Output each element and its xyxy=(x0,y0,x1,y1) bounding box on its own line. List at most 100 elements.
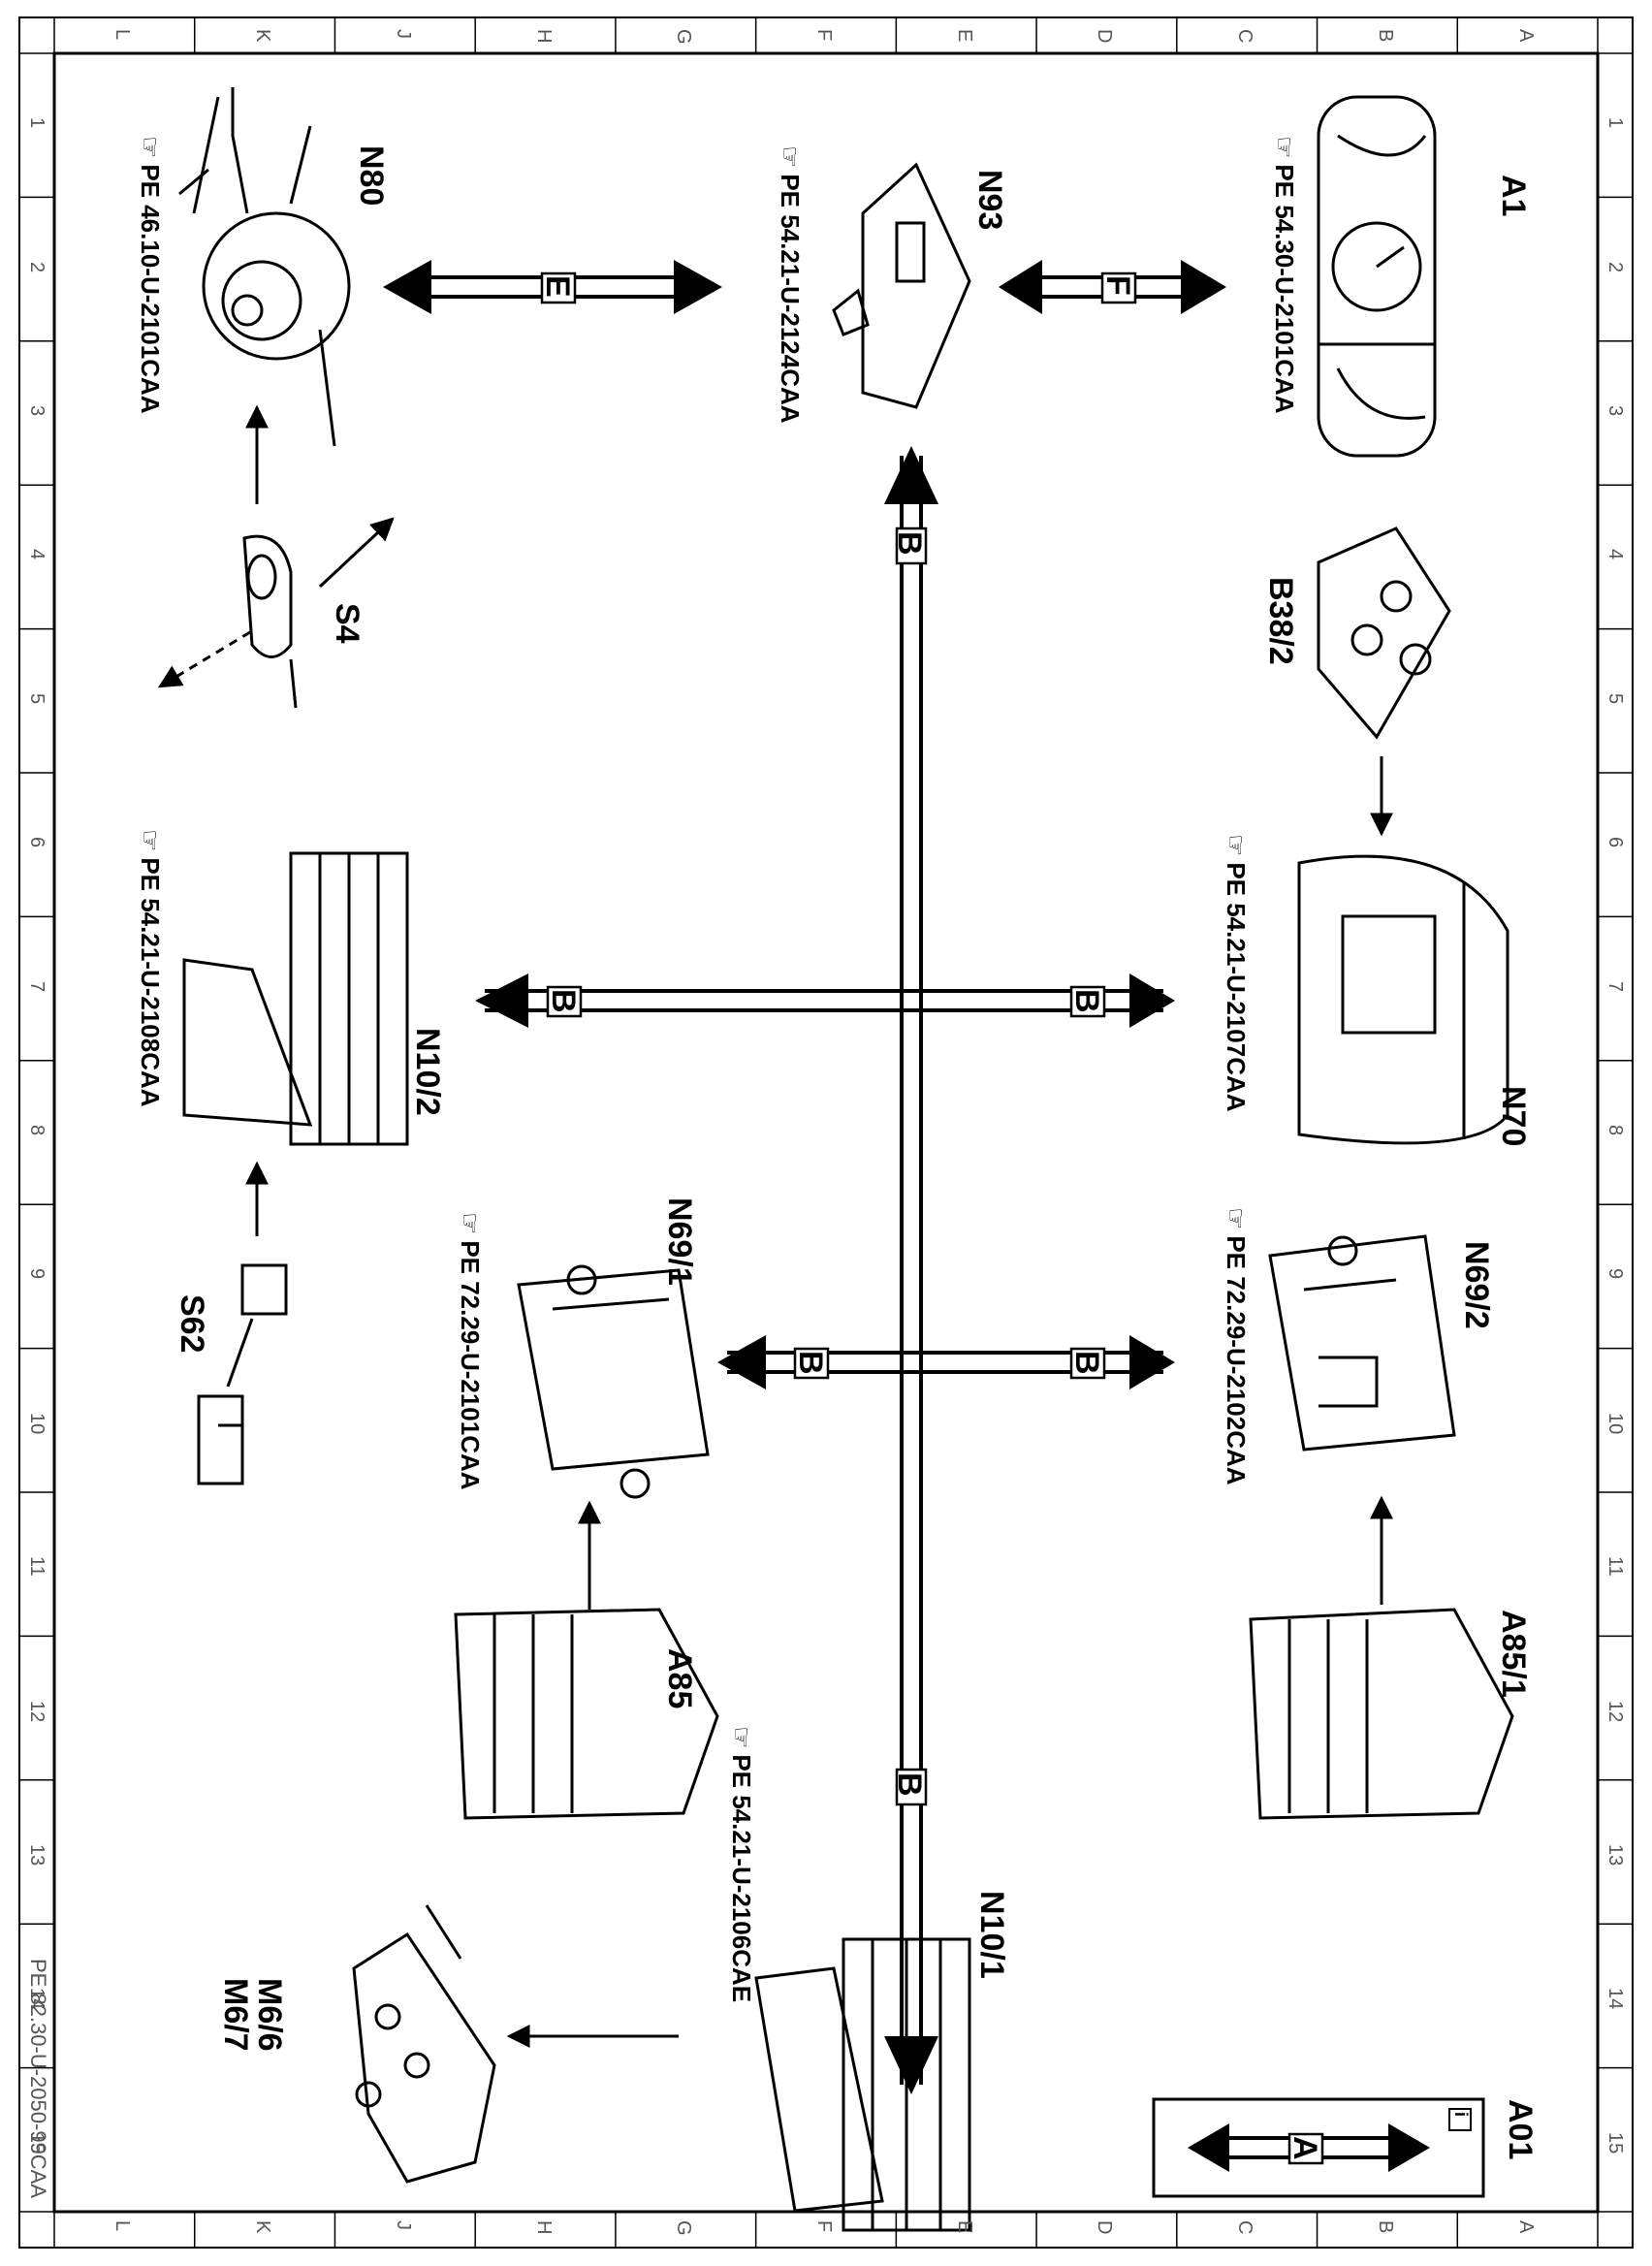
bus-label-b-left: B xyxy=(545,989,582,1013)
grid-letter-G-bottom: G xyxy=(673,2220,695,2236)
n692-label: N69/2 xyxy=(1458,1241,1495,1329)
hand-pointer-icon: ☞ xyxy=(727,1726,756,1749)
grid-number-1-left: 1 xyxy=(26,117,48,129)
n70-ref-text[interactable]: PE 54.21-U-2107CAA xyxy=(1222,862,1251,1112)
grid-number-4-left: 4 xyxy=(26,549,48,560)
hand-pointer-icon: ☞ xyxy=(136,829,165,852)
grid-letter-L-top: L xyxy=(111,29,134,41)
bus-label-b-right: B xyxy=(1068,989,1105,1013)
instrument-cluster-drawing xyxy=(1317,95,1437,458)
s62-label: S62 xyxy=(174,1294,210,1354)
bus-label-b-top: B xyxy=(891,531,928,556)
grid-number-13-right: 13 xyxy=(1604,1844,1626,1867)
grid-number-9-right: 9 xyxy=(1604,1268,1626,1280)
grid-letter-F-bottom: F xyxy=(813,2220,835,2233)
hand-pointer-icon: ☞ xyxy=(1270,136,1299,159)
n691-ref-text[interactable]: PE 72.29-U-2101CAA xyxy=(456,1240,485,1490)
grid-letter-K-bottom: K xyxy=(252,2220,274,2234)
hand-pointer-icon: ☞ xyxy=(1222,1207,1251,1230)
n70-overhead-module-drawing xyxy=(1297,854,1509,1145)
hand-pointer-icon: ☞ xyxy=(776,145,805,169)
legend-title: A01 xyxy=(1502,2099,1539,2160)
steering-column-switch-drawing xyxy=(178,87,351,447)
n102-fuse-box-drawing xyxy=(182,851,409,1146)
n93-ref-text[interactable]: PE 54.21-U-2124CAA xyxy=(776,174,805,424)
arrow-f-left xyxy=(999,260,1042,314)
m6-motor-drawing xyxy=(352,1904,496,2184)
grid-letter-D-bottom: D xyxy=(1094,2220,1116,2235)
legend-arrow-right xyxy=(1388,2123,1430,2172)
grid-letter-A-top: A xyxy=(1514,29,1537,43)
grid-letter-H-bottom: H xyxy=(532,2220,555,2235)
b38-sensor-drawing xyxy=(1317,527,1451,740)
grid-number-12-right: 12 xyxy=(1604,1700,1626,1722)
grid-number-13-left: 13 xyxy=(26,1844,48,1867)
n102-label: N10/2 xyxy=(409,1028,446,1116)
arrow-n101-down xyxy=(884,2036,938,2094)
grid-number-2-left: 2 xyxy=(26,261,48,272)
n101-ref-text[interactable]: PE 54.21-U-2106CAE xyxy=(727,1754,756,2003)
bus-label-b-mid-left: B xyxy=(792,1351,829,1375)
bus-label-boxes xyxy=(540,271,1137,1806)
grid-number-8-left: 8 xyxy=(26,1125,48,1136)
grid-number-4-right: 4 xyxy=(1604,549,1626,560)
n102-ref-text[interactable]: PE 54.21-U-2108CAA xyxy=(136,857,165,1107)
bus-lines xyxy=(417,275,1192,2085)
a1-label: A1 xyxy=(1495,175,1532,217)
info-icon: i xyxy=(1451,2112,1471,2118)
grid-number-14-right: 14 xyxy=(1604,1988,1626,2010)
arrow-n692-right xyxy=(1129,1335,1175,1389)
grid-number-2-right: 2 xyxy=(1604,261,1626,272)
n101-label: N10/1 xyxy=(973,1891,1010,1979)
hand-pointer-icon: ☞ xyxy=(136,136,165,159)
m6-label-1: M6/6 xyxy=(251,1978,288,2052)
grid-number-5-right: 5 xyxy=(1604,692,1626,704)
bus-label-b-bottom: B xyxy=(891,1772,928,1797)
n692-module-drawing xyxy=(1268,1234,1456,1452)
grid-letter-K-top: K xyxy=(252,29,274,43)
grid-number-5-left: 5 xyxy=(26,692,48,704)
bus-arrowheads xyxy=(383,260,1226,2094)
signal-arrows xyxy=(157,404,1393,2048)
grid-letter-E-bottom: E xyxy=(953,2220,975,2234)
grid-number-12-left: 12 xyxy=(26,1700,48,1722)
grid-letter-E-top: E xyxy=(953,29,975,43)
b38-label: B38/2 xyxy=(1262,577,1299,665)
grid-letter-C-bottom: C xyxy=(1234,2220,1256,2235)
a851-label: A85/1 xyxy=(1495,1610,1532,1698)
grid-letter-D-top: D xyxy=(1094,29,1116,44)
grid-number-15-right: 15 xyxy=(1604,2131,1626,2154)
n691-label: N69/1 xyxy=(661,1197,698,1286)
arrow-e-right xyxy=(674,260,722,314)
s4-switch-drawing xyxy=(242,534,298,709)
arrow-n93-up xyxy=(884,446,938,504)
n80-label: N80 xyxy=(353,145,390,207)
grid-number-8-right: 8 xyxy=(1604,1125,1626,1136)
n692-ref: ☞ PE 72.29-U-2102CAA xyxy=(1222,1207,1251,1485)
m6-label-2: M6/7 xyxy=(217,1978,254,2052)
grid-letter-J-bottom: J xyxy=(392,2220,414,2230)
n692-ref-text[interactable]: PE 72.29-U-2102CAA xyxy=(1222,1235,1251,1485)
bus-label-e: E xyxy=(539,275,576,298)
n101-ref: ☞ PE 54.21-U-2106CAE xyxy=(727,1726,756,2003)
grid-number-11-left: 11 xyxy=(26,1556,48,1577)
n691-ref: ☞PE 72.29-U-2101CAA xyxy=(456,1212,485,1490)
arrow-n691-left xyxy=(717,1335,766,1389)
grid-letter-G-top: G xyxy=(673,29,695,45)
grid-number-10-right: 10 xyxy=(1604,1412,1626,1435)
arrow-e-left xyxy=(383,260,431,314)
grid-number-9-left: 9 xyxy=(26,1268,48,1280)
grid-number-1-right: 1 xyxy=(1604,117,1626,129)
n80-ref-text[interactable]: PE 46.10-U-2101CAA xyxy=(136,164,165,414)
hand-pointer-icon: ☞ xyxy=(1222,834,1251,857)
grid-number-7-left: 7 xyxy=(26,980,48,992)
arrow-n70-right xyxy=(1129,973,1175,1028)
a1-ref-text[interactable]: PE 54.30-U-2101CAA xyxy=(1270,164,1299,414)
n93-module-drawing xyxy=(832,162,971,409)
n70-ref: ☞ PE 54.21-U-2107CAA xyxy=(1222,834,1251,1112)
bus-label-f: F xyxy=(1099,275,1136,296)
grid-number-10-left: 10 xyxy=(26,1412,48,1435)
legend-arrow-left xyxy=(1188,2123,1229,2172)
grid-letter-F-top: F xyxy=(813,29,835,42)
